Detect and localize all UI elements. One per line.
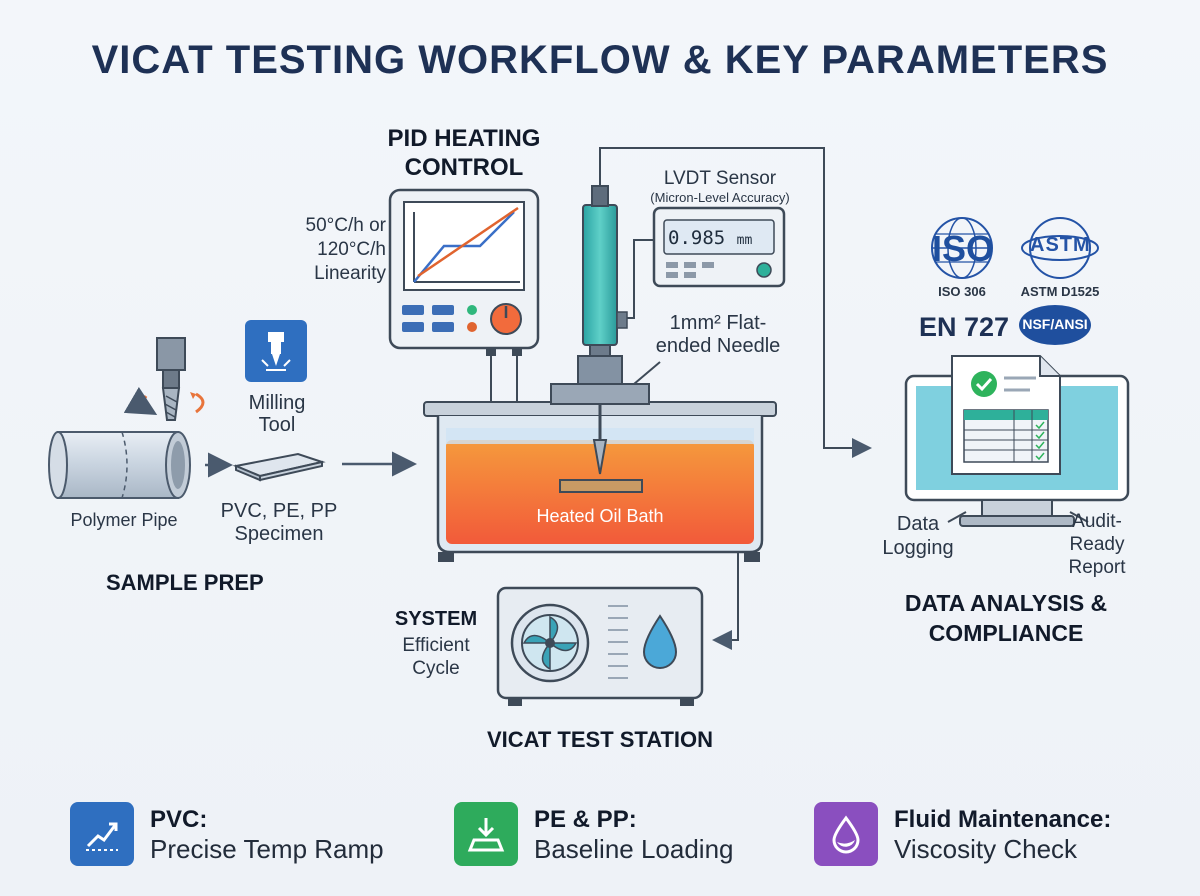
download-tray-icon	[467, 818, 505, 852]
polymer-pipe-label: Polymer Pipe	[70, 510, 178, 530]
sample-prep-header: SAMPLE PREP	[106, 570, 264, 595]
lvdt-display: 0.985 mm	[668, 227, 770, 249]
fluid-card-icon	[814, 802, 878, 866]
astm-logo-icon	[1021, 217, 1099, 279]
page-title: VICAT TESTING WORKFLOW & KEY PARAMETERS	[91, 38, 1109, 82]
pvc-card-subtitle: Precise Temp Ramp	[150, 834, 384, 864]
heating-rate-label: 50°C/h or 120°C/h Linearity	[305, 215, 386, 284]
analysis-header: DATA ANALYSIS & COMPLIANCE	[904, 590, 1108, 646]
test-station-header: VICAT TEST STATION	[486, 727, 714, 752]
trend-up-icon	[86, 822, 118, 851]
iso-standard-label: ISO 306	[938, 284, 986, 299]
fluid-card-title: Fluid Maintenance:	[894, 806, 1112, 833]
system-title: SYSTEM	[394, 608, 478, 630]
pe-pp-card-icon	[454, 802, 518, 866]
system-subtitle: Efficient Cycle	[402, 635, 470, 679]
iso-logo-icon	[931, 217, 993, 279]
data-logging-label: Data Logging	[882, 513, 954, 559]
astm-logo-text: ASTM	[1030, 234, 1091, 256]
cooling-unit-icon	[496, 586, 704, 706]
milling-tool-badge-icon	[245, 320, 307, 382]
heated-oil-bath-icon	[423, 401, 777, 554]
specimen-plate-icon	[232, 452, 326, 482]
milling-tool-label: Milling Tool	[248, 392, 306, 436]
lvdt-readout-icon	[652, 206, 786, 288]
milling-spindle-icon	[123, 337, 205, 421]
droplet-icon	[832, 815, 860, 854]
pe-pp-card-title: PE & PP:	[534, 806, 637, 833]
nsf-logo-icon	[1019, 305, 1091, 345]
fluid-card-subtitle: Viscosity Check	[894, 834, 1078, 864]
iso-logo-text: ISO	[931, 228, 994, 269]
audit-report-label: Audit-Ready Report	[1068, 511, 1126, 578]
en-standard-label: EN 727	[918, 312, 1010, 342]
report-document-icon	[951, 355, 1061, 475]
needle-column-icon	[550, 185, 650, 475]
pid-header: PID HEATING CONTROL	[387, 125, 541, 181]
lvdt-unit: mm	[736, 233, 753, 248]
needle-label: 1mm² Flat-ended Needle	[655, 312, 781, 357]
pvc-card-icon	[70, 802, 134, 866]
lvdt-reading: 0.985	[668, 227, 726, 249]
nsf-logo-text: NSF/ANSI	[1022, 316, 1088, 332]
astm-standard-label: ASTM D1525	[1020, 284, 1100, 299]
pvc-card-title: PVC:	[150, 806, 208, 833]
lvdt-title: LVDT Sensor	[663, 168, 777, 189]
polymer-pipe-icon	[48, 431, 191, 499]
pe-pp-card-subtitle: Baseline Loading	[534, 834, 734, 864]
bath-label: Heated Oil Bath	[536, 506, 664, 526]
pid-controller-icon	[388, 188, 540, 356]
lvdt-subtitle: (Micron-Level Accuracy)	[650, 190, 790, 205]
specimen-label: PVC, PE, PP Specimen	[220, 500, 338, 545]
